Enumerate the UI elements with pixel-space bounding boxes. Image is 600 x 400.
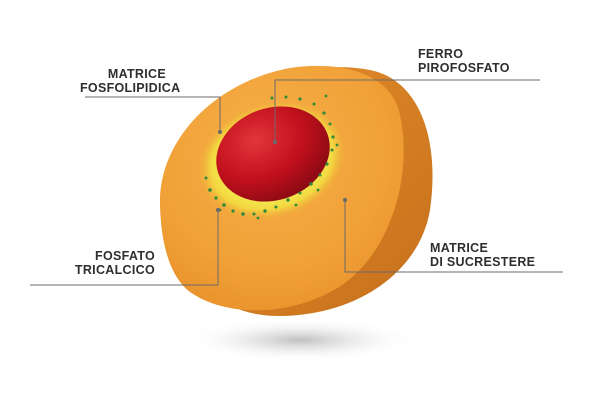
label-fosfato-tricalcico-line1: FOSFATO xyxy=(95,249,155,263)
leader-dot-fosfato-tricalcico xyxy=(215,207,221,213)
label-matrice-fosfolipidica: MATRICE FOSFOLIPIDICA xyxy=(80,67,181,95)
label-matrice-fosfolipidica-line1: MATRICE xyxy=(107,67,166,81)
iron-pyrophosphate-core xyxy=(216,106,330,202)
label-matrice-sucrestere-line1: MATRICE xyxy=(430,241,489,255)
label-matrice-fosfolipidica-line2: FOSFOLIPIDICA xyxy=(80,81,181,95)
label-ferro-pirofosfato-line2: PIROFOSFATO xyxy=(418,61,510,75)
leader-line-fosfato-tricalcico xyxy=(30,210,219,286)
label-fosfato-tricalcico-line2: TRICALCICO xyxy=(74,263,155,277)
tricalcium-phosphate-particles xyxy=(204,94,339,220)
drop-shadow xyxy=(180,318,420,362)
label-ferro-pirofosfato-line1: FERRO xyxy=(418,47,464,61)
leader-line-matrice-fosfolipidica xyxy=(85,96,221,132)
leader-dot-matrice-sucrestere xyxy=(342,197,348,203)
leader-dot-ferro-pirofosfato xyxy=(272,139,278,145)
label-matrice-sucrestere: MATRICE DI SUCRESTERE xyxy=(430,241,535,269)
leader-lines xyxy=(30,79,563,286)
leader-dot-matrice-fosfolipidica xyxy=(217,129,223,135)
leader-line-ferro-pirofosfato xyxy=(274,79,540,142)
label-fosfato-tricalcico: FOSFATO TRICALCICO xyxy=(45,249,155,277)
label-matrice-sucrestere-line2: DI SUCRESTERE xyxy=(430,255,536,269)
leader-line-matrice-sucrestere xyxy=(344,200,563,273)
label-ferro-pirofosfato: FERRO PIROFOSFATO xyxy=(418,47,510,75)
